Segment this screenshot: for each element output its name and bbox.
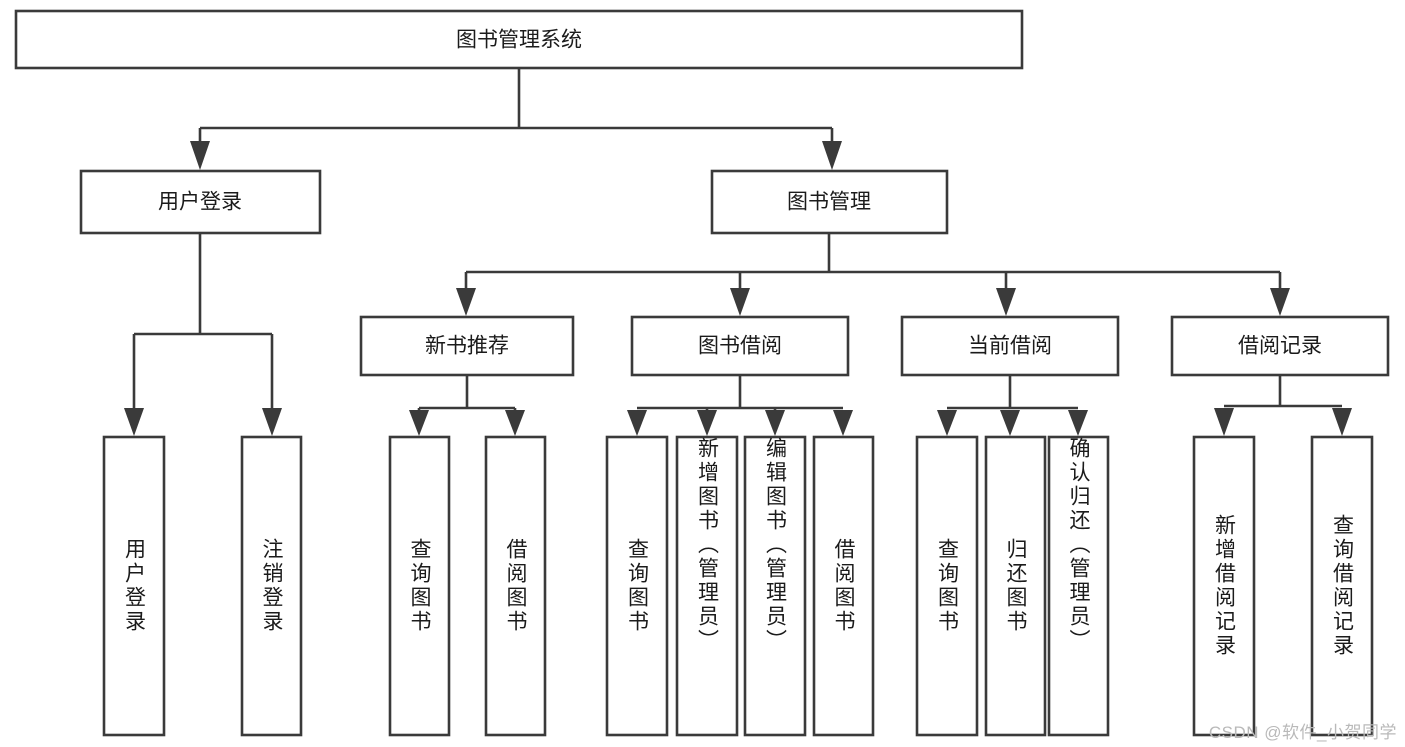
connector-book-management-to-level2 — [456, 233, 1290, 316]
arrowhead-bb-leaf-1 — [627, 410, 647, 436]
node-user-login[interactable]: 用户登录 — [79, 169, 322, 235]
leaf-box-confirm-return-admin[interactable] — [1047, 435, 1110, 737]
arrowhead-bb-leaf-2 — [697, 410, 717, 436]
node-book-management-box — [710, 169, 949, 235]
node-root-box — [14, 9, 1024, 70]
arrowhead-new-book-recommend — [456, 288, 476, 316]
connector-new-book-recommend-to-leaves — [409, 375, 525, 436]
node-borrow-record[interactable]: 借阅记录 — [1170, 315, 1390, 377]
node-current-borrow-label: 当前借阅 — [968, 335, 1052, 358]
leaf-boxes — [102, 435, 1374, 737]
leaf-box-query-book-cb[interactable] — [915, 435, 979, 737]
arrowhead-bb-leaf-3 — [765, 410, 785, 436]
arrowhead-bb-leaf-4 — [833, 410, 853, 436]
connector-root-to-level1 — [190, 68, 842, 170]
connector-user-login-to-leaves — [124, 233, 282, 436]
node-borrow-record-label: 借阅记录 — [1238, 335, 1322, 358]
arrowhead-borrow-record — [1270, 288, 1290, 316]
arrowhead-book-manage — [822, 141, 842, 170]
arrowhead-user-login — [190, 141, 210, 170]
node-book-management[interactable]: 图书管理 — [710, 169, 949, 235]
leaf-box-user-login[interactable] — [102, 435, 166, 737]
leaf-box-edit-book-admin[interactable] — [743, 435, 807, 737]
node-book-borrow-label: 图书借阅 — [698, 335, 782, 358]
node-root[interactable]: 图书管理系统 — [14, 9, 1024, 70]
node-current-borrow[interactable]: 当前借阅 — [900, 315, 1120, 377]
watermark-text: CSDN @软件_小贺同学 — [1208, 723, 1397, 742]
node-new-book-recommend-label: 新书推荐 — [425, 335, 509, 358]
node-book-management-label: 图书管理 — [787, 191, 871, 214]
node-new-book-recommend[interactable]: 新书推荐 — [359, 315, 575, 377]
arrowhead-nbr-leaf-2 — [505, 410, 525, 436]
node-book-borrow-box — [630, 315, 850, 377]
connector-book-borrow-to-leaves — [627, 375, 853, 436]
arrowhead-nbr-leaf-1 — [409, 410, 429, 436]
connector-borrow-record-to-leaves — [1214, 375, 1352, 436]
leaf-box-add-borrow-record[interactable] — [1192, 435, 1256, 737]
leaf-box-return-book[interactable] — [984, 435, 1047, 737]
leaf-box-logout[interactable] — [240, 435, 303, 737]
leaf-box-query-book-bb[interactable] — [605, 435, 669, 737]
node-root-label: 图书管理系统 — [456, 29, 582, 52]
arrowhead-cb-leaf-3 — [1068, 410, 1088, 436]
leaf-box-query-borrow-record[interactable] — [1310, 435, 1374, 737]
arrowhead-leaf-user-login — [124, 408, 144, 436]
arrowhead-current-borrow — [996, 288, 1016, 316]
leaf-box-borrow-book-nbr[interactable] — [484, 435, 547, 737]
leaf-box-add-book-admin[interactable] — [675, 435, 739, 737]
leaf-box-query-book-nbr[interactable] — [388, 435, 451, 737]
arrowhead-leaf-logout — [262, 408, 282, 436]
arrowhead-cb-leaf-1 — [937, 410, 957, 436]
leaf-box-borrow-book-bb[interactable] — [812, 435, 875, 737]
node-book-borrow[interactable]: 图书借阅 — [630, 315, 850, 377]
node-user-login-label: 用户登录 — [158, 191, 242, 214]
node-borrow-record-box — [1170, 315, 1390, 377]
arrowhead-br-leaf-2 — [1332, 408, 1352, 436]
arrowhead-book-borrow — [730, 288, 750, 316]
arrowhead-br-leaf-1 — [1214, 408, 1234, 436]
node-current-borrow-box — [900, 315, 1120, 377]
connector-current-borrow-to-leaves — [937, 375, 1088, 436]
node-new-book-recommend-box — [359, 315, 575, 377]
arrowhead-cb-leaf-2 — [1000, 410, 1020, 436]
